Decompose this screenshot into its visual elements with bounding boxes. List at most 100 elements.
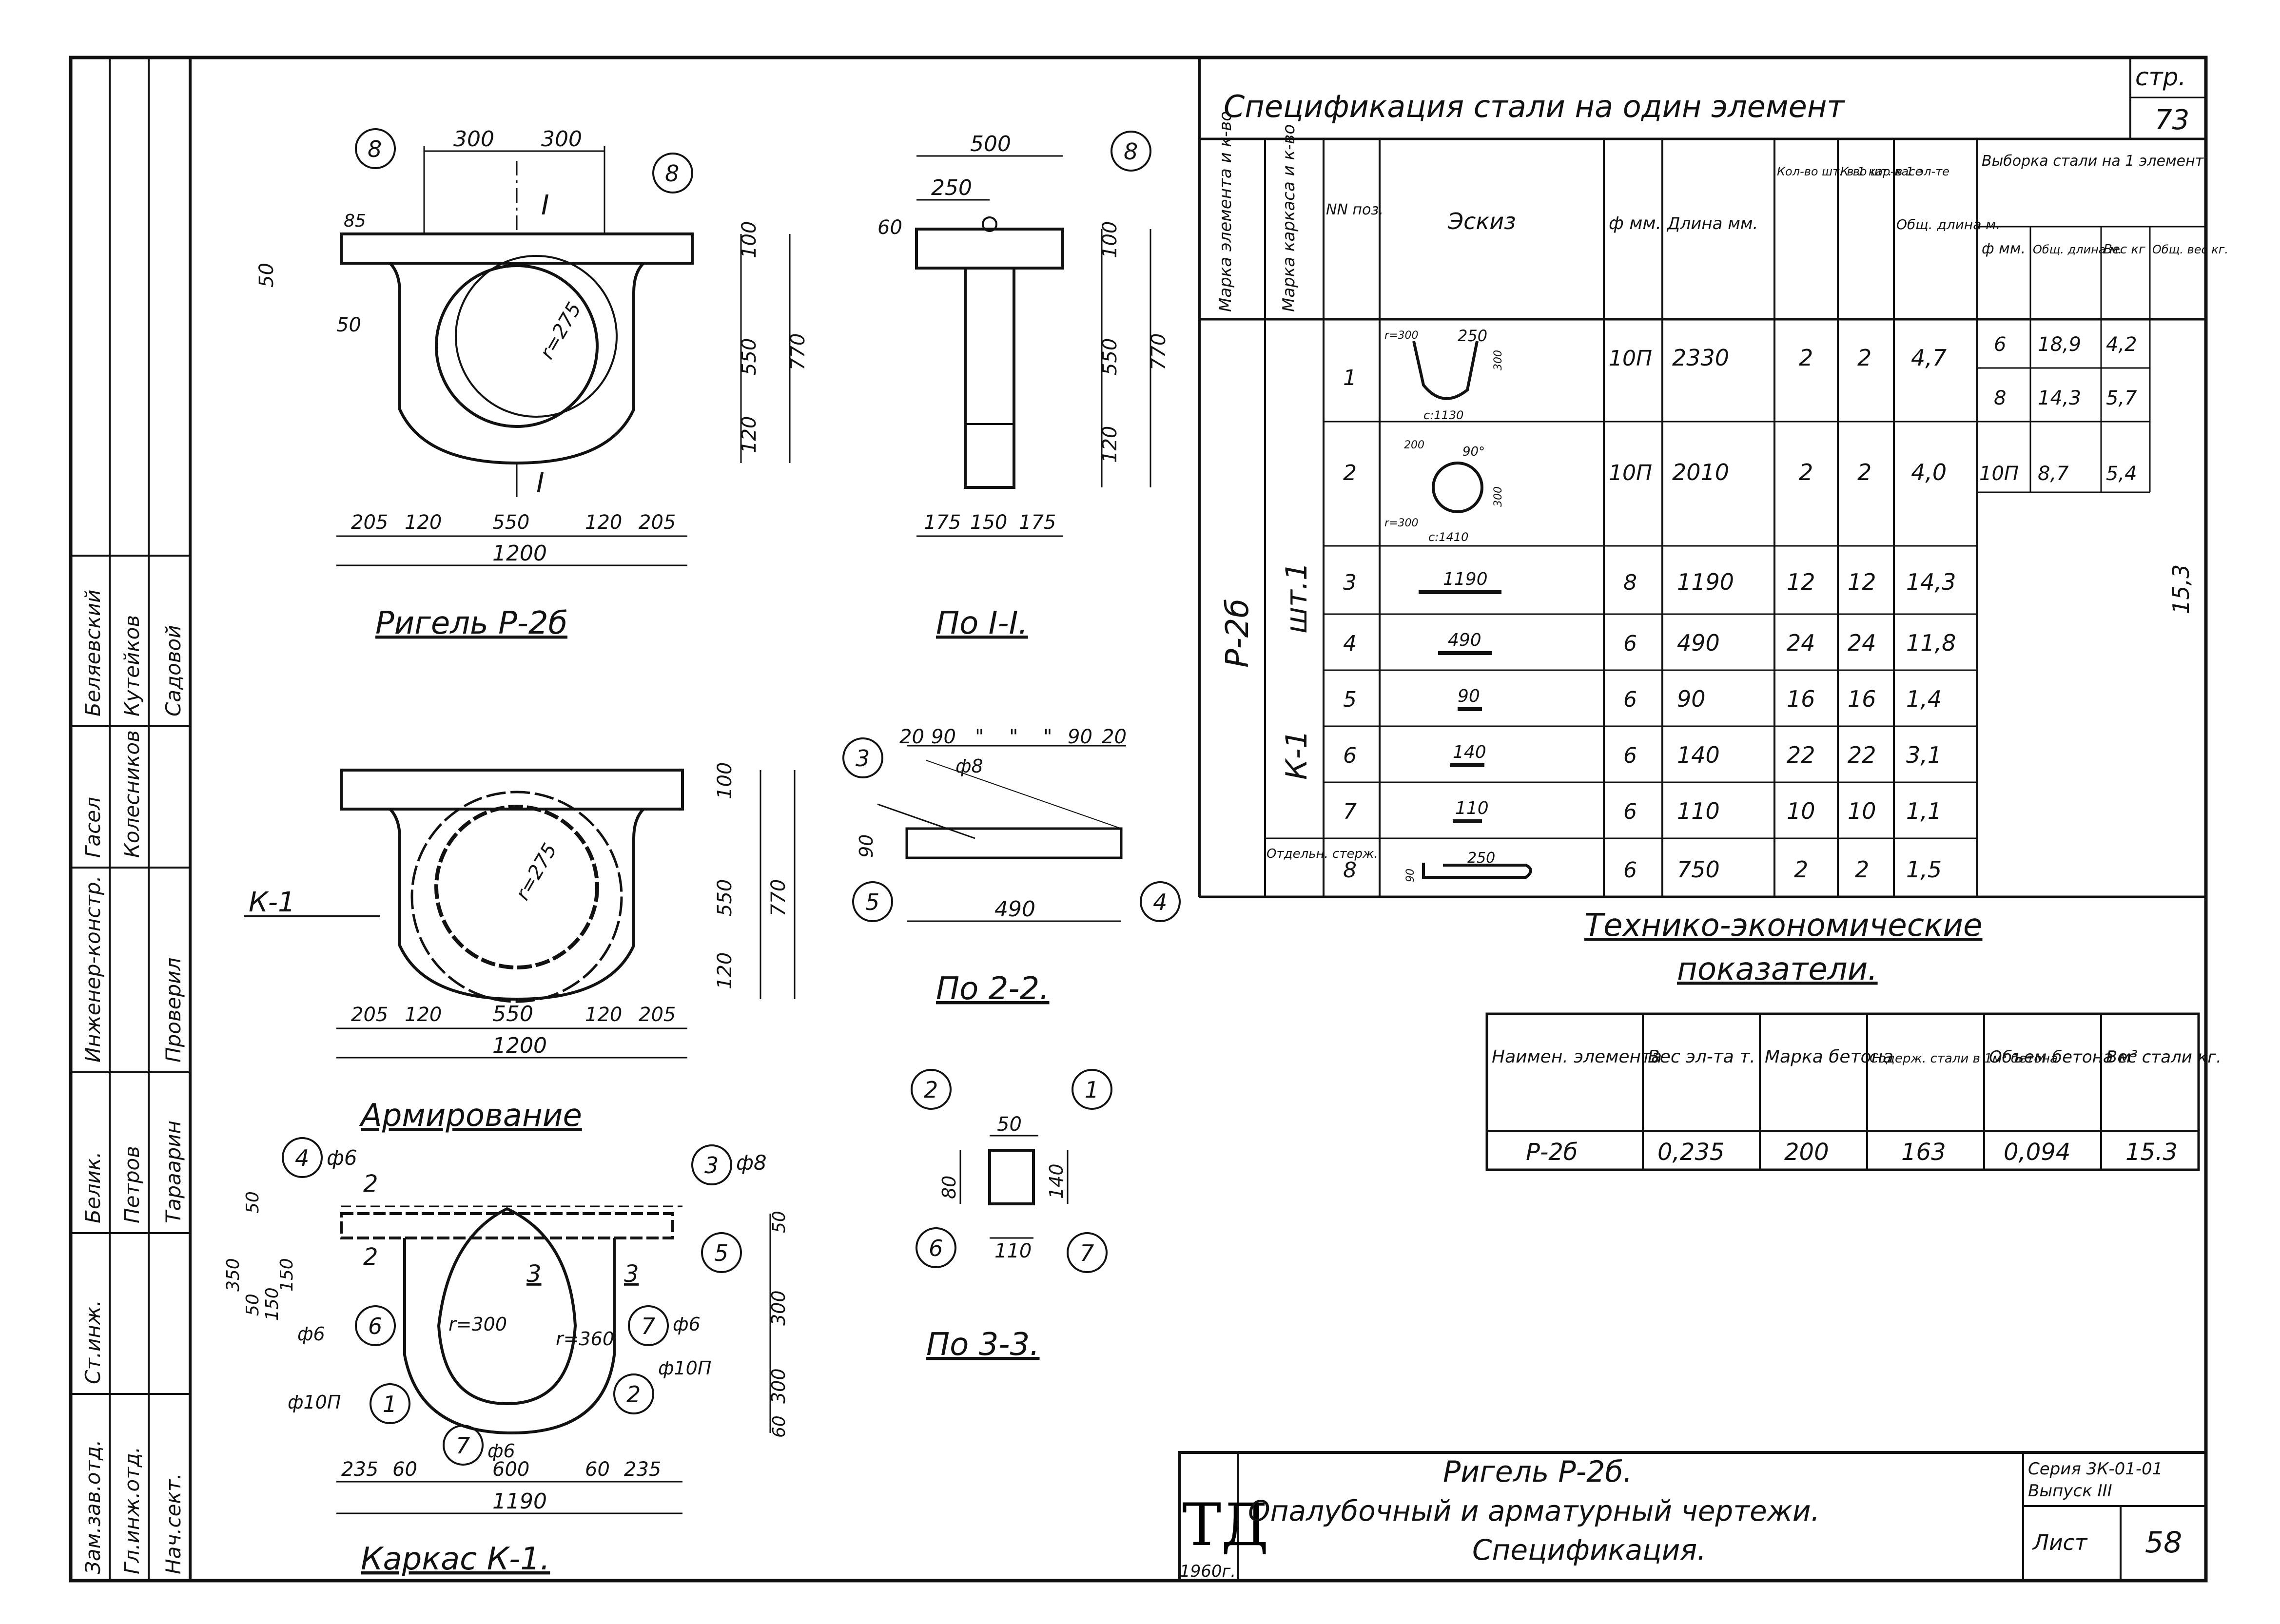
tep-title: показатели. [1677, 951, 1878, 987]
dim-label: 550 [492, 1002, 533, 1026]
svg-text:2: 2 [1857, 459, 1871, 485]
title-line: Опалубочный и арматурный чертежи. [1248, 1494, 1820, 1527]
callout: 8 [665, 160, 679, 187]
year: 1960г. [1180, 1562, 1236, 1581]
svg-text:4,7: 4,7 [1911, 345, 1947, 371]
table-row: 4 490 6 490 24 24 11,8 [1343, 630, 1956, 656]
callout: 7 [456, 1432, 470, 1459]
svg-text:110: 110 [1677, 798, 1720, 824]
sheet-number: 58 [2145, 1526, 2182, 1560]
dim-label: 205 [639, 511, 676, 534]
dim-label: ф6 [327, 1146, 357, 1170]
section-mark: I [536, 467, 545, 499]
svg-text:140: 140 [1677, 742, 1720, 768]
sheet-frame [69, 56, 2208, 1583]
dim-label: 235 [341, 1458, 378, 1481]
drawing-title: Каркас К-1. [361, 1541, 550, 1577]
dim-label: 1190 [492, 1489, 547, 1514]
dim-label: 50 [243, 1294, 263, 1316]
tep-cell: 200 [1784, 1139, 1829, 1166]
svg-text:24: 24 [1787, 630, 1815, 656]
dim-label: 100 [738, 221, 760, 258]
svg-text:10П: 10П [1979, 463, 2019, 485]
svg-text:6: 6 [1994, 333, 2006, 356]
svg-text:300: 300 [1492, 350, 1504, 370]
svg-text:90: 90 [1404, 869, 1417, 882]
dim-label: 20 [1102, 726, 1127, 748]
dim-label: " [1043, 726, 1052, 748]
stamp-name: Петров [120, 1146, 144, 1223]
svg-text:6: 6 [1623, 799, 1637, 824]
left-stamp: Зам.зав.отд. Гл.инж.отд. Нач.сект. Ст.ин… [71, 58, 190, 1581]
svg-text:10П: 10П [1609, 461, 1652, 485]
tep-header: Объем бетона м³ [1989, 1047, 2138, 1067]
svg-text:2: 2 [1799, 459, 1813, 485]
svg-text:2: 2 [1343, 461, 1357, 485]
drawing-title: Ригель Р-2б [375, 605, 567, 641]
table-row: 1 250 r=300 c:1130 300 10П 2330 2 2 4,7 [1343, 327, 1947, 422]
callout: 5 [714, 1240, 728, 1266]
loose-bars-label: Отдельн. стерж. [1267, 847, 1378, 861]
section-mark: 3 [526, 1260, 542, 1288]
issue: Выпуск III [2028, 1481, 2112, 1501]
tep-cell: 163 [1901, 1139, 1946, 1166]
dim-label: 175 [1019, 511, 1056, 534]
drawing-cage-k1: 4 3 5 6 7 1 2 7 ф6 ф8 2 2 50 150 350 50 … [223, 1137, 789, 1577]
svg-text:2: 2 [1857, 345, 1871, 371]
spec-header: ф мм. [1609, 213, 1661, 233]
spec-header: Общ. длина м. [2033, 243, 2122, 256]
dim-label: ф6 [297, 1323, 325, 1345]
tep-section: Технико-экономические показатели. Наимен… [1485, 908, 2222, 1171]
tep-header: Марка бетона [1765, 1047, 1893, 1067]
svg-text:3,1: 3,1 [1906, 742, 1942, 768]
stamp-name: Гасел [81, 797, 105, 858]
spec-title: Спецификация стали на один элемент [1224, 89, 1845, 124]
dim-label: 80 [938, 1176, 960, 1199]
callout: 4 [1153, 889, 1167, 915]
tep-header: Вес эл-та т. [1648, 1047, 1755, 1067]
svg-text:1190: 1190 [1443, 569, 1488, 589]
drawing-section-3-3: 2 1 6 7 50 80 140 110 По 3-3. [911, 1069, 1112, 1363]
svg-text:5,7: 5,7 [2106, 387, 2137, 409]
svg-text:5: 5 [1343, 687, 1357, 712]
svg-text:7: 7 [1343, 799, 1357, 824]
svg-text:16: 16 [1787, 686, 1815, 712]
dim-label: 20 [899, 726, 924, 748]
svg-text:22: 22 [1787, 742, 1815, 768]
dim-label: 300 [768, 1368, 789, 1404]
spec-header: Вес кг [2104, 242, 2145, 257]
spec-header: ф мм. [1982, 240, 2026, 257]
table-row: 7 110 6 110 10 10 1,1 [1343, 798, 1942, 824]
sheet-label: Лист [2032, 1530, 2088, 1555]
cage-mark: К-1 [1280, 730, 1314, 780]
dim-label: ф10П [288, 1392, 341, 1413]
spec-header: Общ. вес кг. [2152, 243, 2228, 256]
selection-row: 8 14,3 5,7 [1994, 387, 2137, 409]
page-number: 73 [2155, 104, 2189, 136]
svg-text:10П: 10П [1609, 346, 1652, 371]
dim-label: r=275 [536, 299, 586, 363]
dim-label: ф10П [658, 1357, 711, 1379]
callout: 4 [295, 1145, 309, 1171]
dim-label: 120 [1099, 426, 1121, 463]
dim-label: 300 [541, 127, 582, 152]
svg-text:5,4: 5,4 [2106, 463, 2137, 485]
drawing-title: По 3-3. [926, 1327, 1040, 1363]
tep-title: Технико-экономические [1584, 908, 1983, 944]
dim-label: " [1009, 726, 1018, 748]
callout: 1 [383, 1391, 397, 1417]
drawing-title: По 2-2. [936, 971, 1050, 1007]
dim-label: ф8 [955, 755, 983, 777]
dim-label: 550 [738, 338, 760, 375]
svg-text:10: 10 [1848, 798, 1876, 824]
dim-label: 85 [344, 211, 366, 231]
dim-label: 60 [769, 1415, 789, 1438]
callout: 7 [1080, 1240, 1094, 1266]
callout: 3 [856, 745, 870, 772]
dim-label: 120 [585, 511, 622, 534]
dim-label: 50 [243, 1191, 263, 1214]
tep-cell: 0,094 [2004, 1139, 2070, 1166]
svg-text:1: 1 [1343, 366, 1357, 390]
dim-label: 100 [714, 762, 736, 799]
stamp-role: Инженер-констр. [81, 875, 105, 1063]
